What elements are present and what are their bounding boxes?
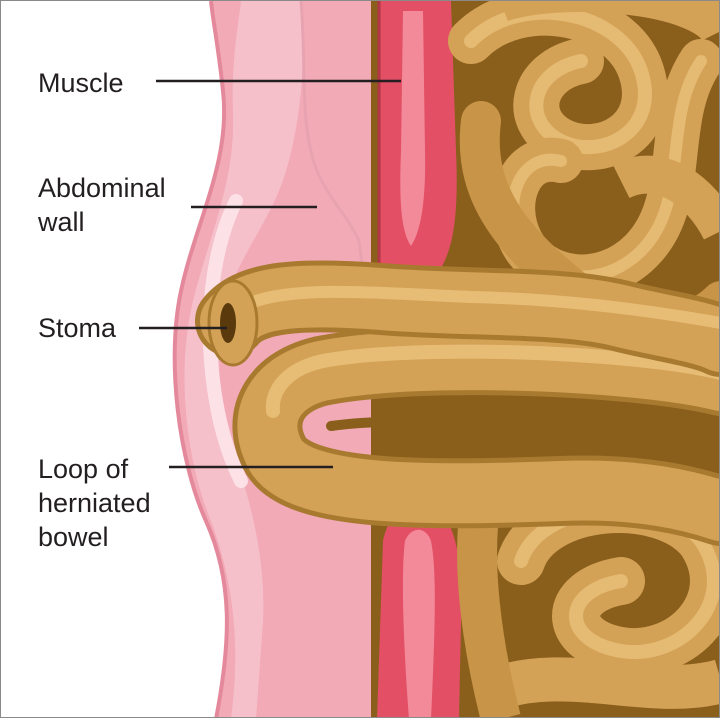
herniated-bowel-loop bbox=[232, 325, 719, 546]
herniated-bowel-label: Loop of herniated bowel bbox=[38, 454, 151, 552]
skin-sheen bbox=[202, 194, 248, 488]
abdominal-wall-label: Abdominal wall bbox=[38, 173, 166, 237]
skin-edge bbox=[172, 1, 229, 717]
upper-muscle-highlight bbox=[400, 11, 426, 246]
leader-lines bbox=[139, 79, 401, 469]
stoma-opening bbox=[207, 279, 259, 367]
abdominal-wall-highlight bbox=[184, 1, 303, 717]
muscle-label: Muscle bbox=[38, 68, 124, 98]
stoma-bowel bbox=[195, 260, 719, 377]
stoma-label: Stoma bbox=[38, 313, 117, 343]
lower-muscle-highlight bbox=[402, 529, 435, 717]
